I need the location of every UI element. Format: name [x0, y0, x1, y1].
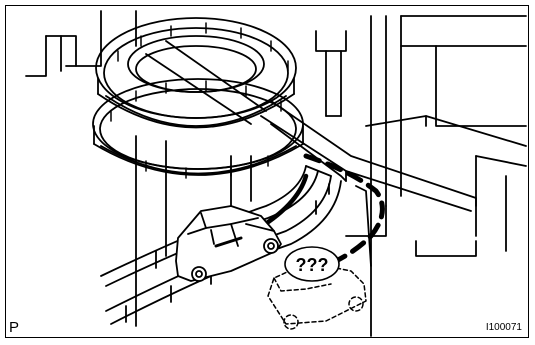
spiral-top-ring [96, 18, 296, 128]
spiral-ramp-illustration: ??? [6, 6, 529, 338]
car-solid [176, 206, 281, 281]
question-marks-label: ??? [296, 255, 329, 275]
figure-id: I100071 [486, 322, 522, 333]
illustration-frame: ??? P I100071 [5, 5, 529, 338]
corner-letter: P [9, 319, 19, 336]
